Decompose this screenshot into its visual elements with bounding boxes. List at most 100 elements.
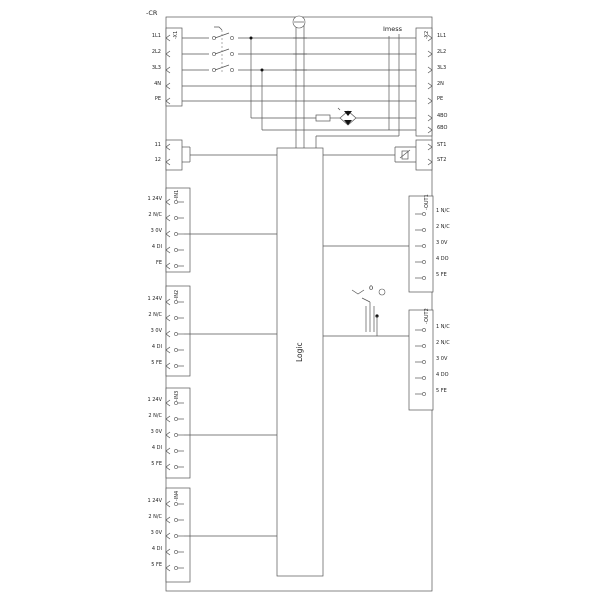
terminal-point [422,212,426,216]
terminal-point [174,465,178,469]
terminal-point [174,417,178,421]
terminal-label-x1: 3L3 [152,65,161,71]
terminal-label-input: 1 24V [147,397,162,403]
terminal-label-x1: 2L2 [152,49,161,55]
terminal-label-input: 1 24V [147,498,162,504]
terminal-marker [427,82,433,90]
terminal-label-input: 4 DI [152,244,162,250]
output-strip-out2 [408,309,434,411]
junction-dots [249,36,264,72]
terminal-point [174,449,178,453]
current-measurement-label: Imess [383,25,403,33]
terminal-label-x2: PE [437,96,443,102]
terminal-label-output: 3 0V [436,356,448,362]
terminal-label-x2: 4BO [437,113,448,119]
terminal-label-thermistor-left: 12 [155,157,161,163]
terminal-marker [165,516,171,524]
terminal-marker [427,143,433,151]
terminal-label-output: 4 DO [436,372,449,378]
terminal-label-output: 2 N/C [436,340,450,346]
terminal-point [174,502,178,506]
terminal-marker [427,34,433,42]
terminal-label-input: 1 24V [147,196,162,202]
terminal-marker [165,50,171,58]
terminal-label-thermistor-right: ST2 [437,157,446,163]
terminal-marker [165,230,171,238]
terminal-marker [427,126,433,134]
terminal-label-input: 3 0V [151,530,163,536]
terminal-point [174,364,178,368]
power-lines [182,24,416,148]
terminal-label-input: 4 DI [152,445,162,451]
selector-switch [323,288,409,337]
terminal-label-input: 5 FE [151,562,162,568]
terminal-label-thermistor-left: 11 [155,142,161,148]
terminal-point [174,216,178,220]
terminal-marker [165,214,171,222]
terminal-strip-x1-name: -X1 [173,31,179,39]
terminal-marker [165,532,171,540]
input-strip-in2-name: -IN2 [174,290,180,300]
terminal-label-input: 5 FE [151,461,162,467]
terminal-label-input: 3 0V [151,328,163,334]
terminal-label-input: FE [156,260,162,266]
terminal-marker [165,97,171,105]
terminal-label-input: 3 0V [151,429,163,435]
output-strip-out2-name: -OUT2 [424,308,430,324]
terminal-point [174,264,178,268]
terminal-label-input: 1 24V [147,296,162,302]
terminal-label-input: 2 N/C [148,212,162,218]
terminal-marker [427,158,433,166]
selector-zero-label: 0 [369,284,373,292]
contactor-switches [212,26,234,74]
terminal-strip-x2-name: -X2 [424,31,430,39]
input-strip-in4-name: -IN4 [174,491,180,501]
terminal-point [174,248,178,252]
terminal-marker [165,548,171,556]
terminal-label-x2: 2L2 [437,49,446,55]
terminal-label-input: 2 N/C [148,312,162,318]
terminal-point [422,328,426,332]
terminal-label-output: 5 FE [436,272,447,278]
terminal-marker [165,463,171,471]
terminal-marker [165,399,171,407]
terminal-point [422,228,426,232]
terminal-point [174,401,178,405]
terminal-point [422,392,426,396]
input-strip-in3-name: -IN3 [174,391,180,401]
terminal-label-input: 4 DI [152,546,162,552]
terminal-marker [165,34,171,42]
terminal-point [422,244,426,248]
terminal-marker [165,158,171,166]
terminal-point [174,316,178,320]
terminal-marker [427,97,433,105]
thermistor-strip-right [415,139,433,171]
terminal-point [174,550,178,554]
brake-rectifier [337,107,357,126]
terminal-point [422,376,426,380]
terminal-label-x1: PE [155,96,161,102]
terminal-marker [165,66,171,74]
terminal-label-x2: 3L3 [437,65,446,71]
terminal-marker [165,500,171,508]
terminal-label-x2: 1L1 [437,33,446,39]
terminal-marker [427,114,433,122]
thermistor-strip-left [165,139,183,171]
terminal-label-input: 2 N/C [148,413,162,419]
terminal-point [174,332,178,336]
terminal-marker [165,198,171,206]
terminal-point [174,566,178,570]
terminal-label-output: 2 N/C [436,224,450,230]
terminal-marker [165,564,171,572]
terminal-strip-x2 [415,27,433,137]
fuse-symbol [315,114,331,122]
terminal-marker [165,314,171,322]
output-strip-out1 [408,195,434,293]
terminal-marker [165,82,171,90]
terminal-point [422,360,426,364]
terminal-marker [165,415,171,423]
terminal-marker [165,362,171,370]
terminal-label-output: 4 DO [436,256,449,262]
terminal-marker [165,246,171,254]
